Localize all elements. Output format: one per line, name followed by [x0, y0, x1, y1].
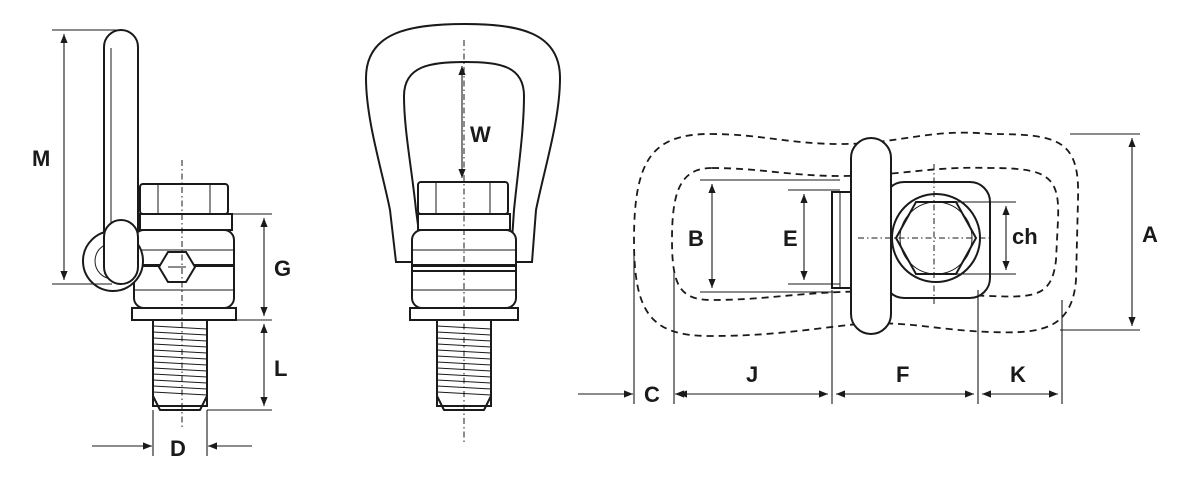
top-ring: [850, 137, 892, 335]
dim-ch-label: ch: [1012, 224, 1038, 249]
dim-D-label: D: [170, 436, 186, 461]
side-thread-lines: [152, 325, 208, 396]
dim-E-label: E: [783, 226, 798, 251]
front-hex-nut: [417, 181, 509, 215]
dim-J-label: J: [746, 362, 758, 387]
dim-F-label: F: [896, 362, 909, 387]
dim-M-label: M: [32, 146, 50, 171]
front-view: W: [364, 22, 562, 442]
dim-G-label: G: [274, 256, 291, 281]
side-view: M G L D: [32, 29, 291, 461]
front-body: [411, 229, 517, 309]
top-view: B E ch A C J F K: [578, 131, 1158, 407]
dim-C-label: C: [644, 382, 660, 407]
top-inner-envelope: [671, 166, 1060, 301]
dim-W-label: W: [470, 122, 491, 147]
side-hex-nut: [139, 183, 229, 215]
dim-K-label: K: [1010, 362, 1026, 387]
dim-B-label: B: [688, 226, 704, 251]
dim-L-label: L: [274, 356, 287, 381]
dim-A-label: A: [1142, 222, 1158, 247]
